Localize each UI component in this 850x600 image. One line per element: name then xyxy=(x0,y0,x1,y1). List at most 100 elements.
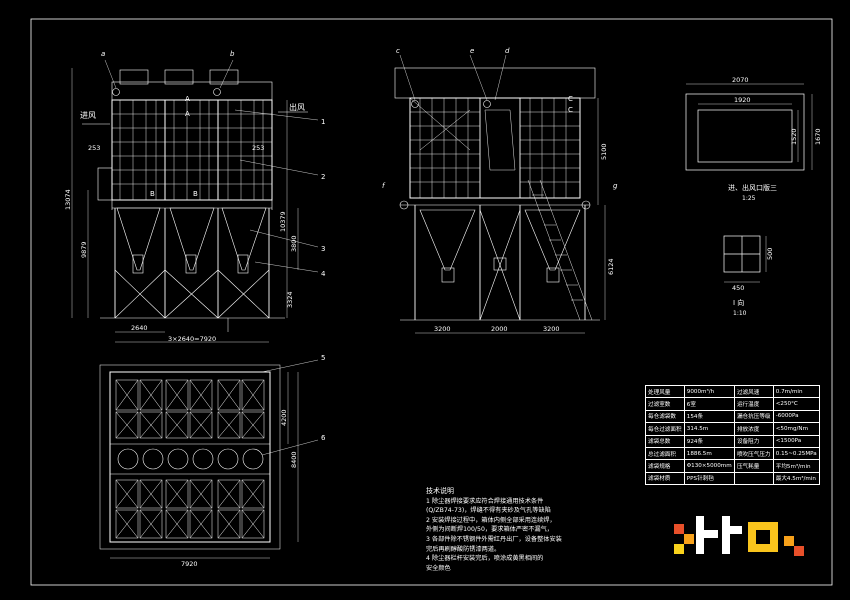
table-cell: 总过滤面积 xyxy=(645,446,685,461)
table-cell: 0.7m/min xyxy=(772,384,821,399)
dim-9879: 9879 xyxy=(80,241,88,258)
table-cell: 9000m³/h xyxy=(683,384,735,399)
callout-3: 3 xyxy=(321,245,325,253)
table-cell: 喷吹压气压力 xyxy=(733,446,774,461)
dim-3800: 3800 xyxy=(290,235,298,252)
tech-notes: 技术说明 1 除尘器焊接要求应符合焊接通用技术条件 (Q/ZB74-73)，焊缝… xyxy=(426,487,636,573)
dim-3324: 3324 xyxy=(286,291,294,308)
dim-1920: 1920 xyxy=(734,96,751,104)
i-detail xyxy=(723,235,767,283)
dim-3200-left: 3200 xyxy=(434,325,451,333)
section-a-bottom: A xyxy=(185,110,190,118)
front-view xyxy=(71,59,319,343)
callout-4: 4 xyxy=(321,270,326,278)
tech-note-line: 1 除尘器焊接要求应符合焊接通用技术条件 xyxy=(426,497,544,505)
dim-253-left: 253 xyxy=(88,144,100,152)
table-cell: <50mg/Nm xyxy=(772,422,821,436)
table-cell: 过滤风速 xyxy=(733,384,774,399)
table-cell: 0.15~0.25MPa xyxy=(772,446,821,461)
tech-notes-title: 技术说明 xyxy=(426,487,454,495)
table-cell: 处理风量 xyxy=(645,384,685,399)
table-cell: 滤袋材质 xyxy=(645,471,685,486)
tech-note-line: 安全颜色 xyxy=(426,564,451,572)
label-c: c xyxy=(396,47,400,55)
dim-5100: 5100 xyxy=(600,143,608,160)
table-cell: 滤袋总数 xyxy=(645,434,685,448)
section-c-top: C xyxy=(568,95,573,103)
i-detail-title: I 向 xyxy=(733,298,744,307)
label-e: e xyxy=(470,47,474,55)
label-a: a xyxy=(101,50,105,58)
table-cell: 滤袋规格 xyxy=(645,459,685,473)
callout-5: 5 xyxy=(321,354,325,362)
table-row: 滤袋总数 924条 设备阻力 <1500Pa xyxy=(645,434,821,448)
outlet-label: 出风 xyxy=(289,102,305,112)
table-cell: <1500Pa xyxy=(772,434,821,448)
table-cell: Φ130×5000mm xyxy=(683,459,735,473)
dim-1670: 1670 xyxy=(814,128,822,145)
port-detail xyxy=(685,83,813,171)
dim-450: 450 xyxy=(732,284,744,292)
dim-6124: 6124 xyxy=(607,258,615,275)
tech-note-line: 4 除尘器栏杆安装完后，喷涂成黄黑相间的 xyxy=(426,555,544,563)
table-cell: 压气耗量 xyxy=(733,459,774,473)
tech-note-line: (Q/ZB74-73)，焊缝不得有夹砂及气孔等缺陷 xyxy=(426,507,551,515)
dim-8400: 8400 xyxy=(290,451,298,468)
tech-note-line: 2 安装焊接过程中，箱体内侧全部采用连续焊， xyxy=(426,516,556,524)
table-cell xyxy=(733,471,774,486)
dim-10379: 10379 xyxy=(279,211,287,232)
section-b-left: B xyxy=(150,190,155,198)
label-b: b xyxy=(230,50,235,58)
table-cell: 1886.5m xyxy=(683,446,735,461)
table-cell: 排放浓度 xyxy=(733,422,774,436)
table-row: 滤袋材质 PPS针刺毡 最大4.5m³/min xyxy=(645,471,821,486)
table-cell: 每仓过滤面积 xyxy=(645,422,685,436)
table-cell: 运行温度 xyxy=(733,397,774,411)
table-cell: 最大4.5m³/min xyxy=(772,471,821,486)
label-g: g xyxy=(613,182,618,190)
dim-500: 500 xyxy=(766,248,774,260)
table-cell: 924条 xyxy=(683,434,735,448)
dim-4200: 4200 xyxy=(280,409,288,426)
port-detail-title: 进、出风口版三 xyxy=(728,183,777,192)
logo-badge xyxy=(672,516,822,558)
table-cell: 每仓滤袋数 xyxy=(645,409,685,424)
dim-2640: 2640 xyxy=(131,324,148,332)
section-b-right: B xyxy=(193,190,198,198)
table-cell: 314.5m xyxy=(683,422,735,436)
table-cell: 6室 xyxy=(683,397,735,411)
table-cell: 154条 xyxy=(683,409,735,424)
callout-2: 2 xyxy=(321,173,325,181)
table-cell: 设备阻力 xyxy=(733,434,774,448)
dim-1520: 1520 xyxy=(790,128,798,145)
table-row: 过滤室数 6室 运行温度 <250°C xyxy=(645,397,821,411)
callout-6: 6 xyxy=(321,434,326,442)
callout-1: 1 xyxy=(321,118,325,126)
label-d: d xyxy=(505,47,510,55)
sheet-border xyxy=(30,18,833,586)
side-view xyxy=(394,54,606,334)
dim-253-right: 253 xyxy=(252,144,264,152)
section-a-top: A xyxy=(185,95,190,103)
dim-7920: 7920 xyxy=(181,560,198,568)
dim-3200-right: 3200 xyxy=(543,325,560,333)
dim-2070: 2070 xyxy=(732,76,749,84)
port-detail-scale: 1:25 xyxy=(742,195,756,202)
dim-total: 3×2640=7920 xyxy=(168,335,216,343)
label-f: f xyxy=(382,182,386,190)
table-cell: <250°C xyxy=(772,397,821,411)
table-cell: PPS针刺毡 xyxy=(683,471,735,486)
table-row: 总过滤面积 1886.5m 喷吹压气压力 0.15~0.25MPa xyxy=(645,446,821,461)
i-detail-scale: 1:10 xyxy=(733,310,747,317)
dim-2000: 2000 xyxy=(491,325,508,333)
table-cell: 过滤室数 xyxy=(645,397,685,411)
inlet-label: 进风 xyxy=(80,111,96,120)
table-row: 每仓滤袋数 154条 漏仓抗压等级 -6000Pa xyxy=(645,409,821,424)
tech-note-line: 外侧为间断焊100/50，要求箱体严密不漏气， xyxy=(426,526,553,534)
section-c-bottom: C xyxy=(568,106,573,114)
tech-note-line: 完后再刷醇酸防锈漆两道。 xyxy=(426,545,501,553)
table-row: 处理风量 9000m³/h 过滤风速 0.7m/min xyxy=(645,384,821,399)
dim-13074: 13074 xyxy=(64,189,72,210)
table-cell: 漏仓抗压等级 xyxy=(733,409,774,424)
